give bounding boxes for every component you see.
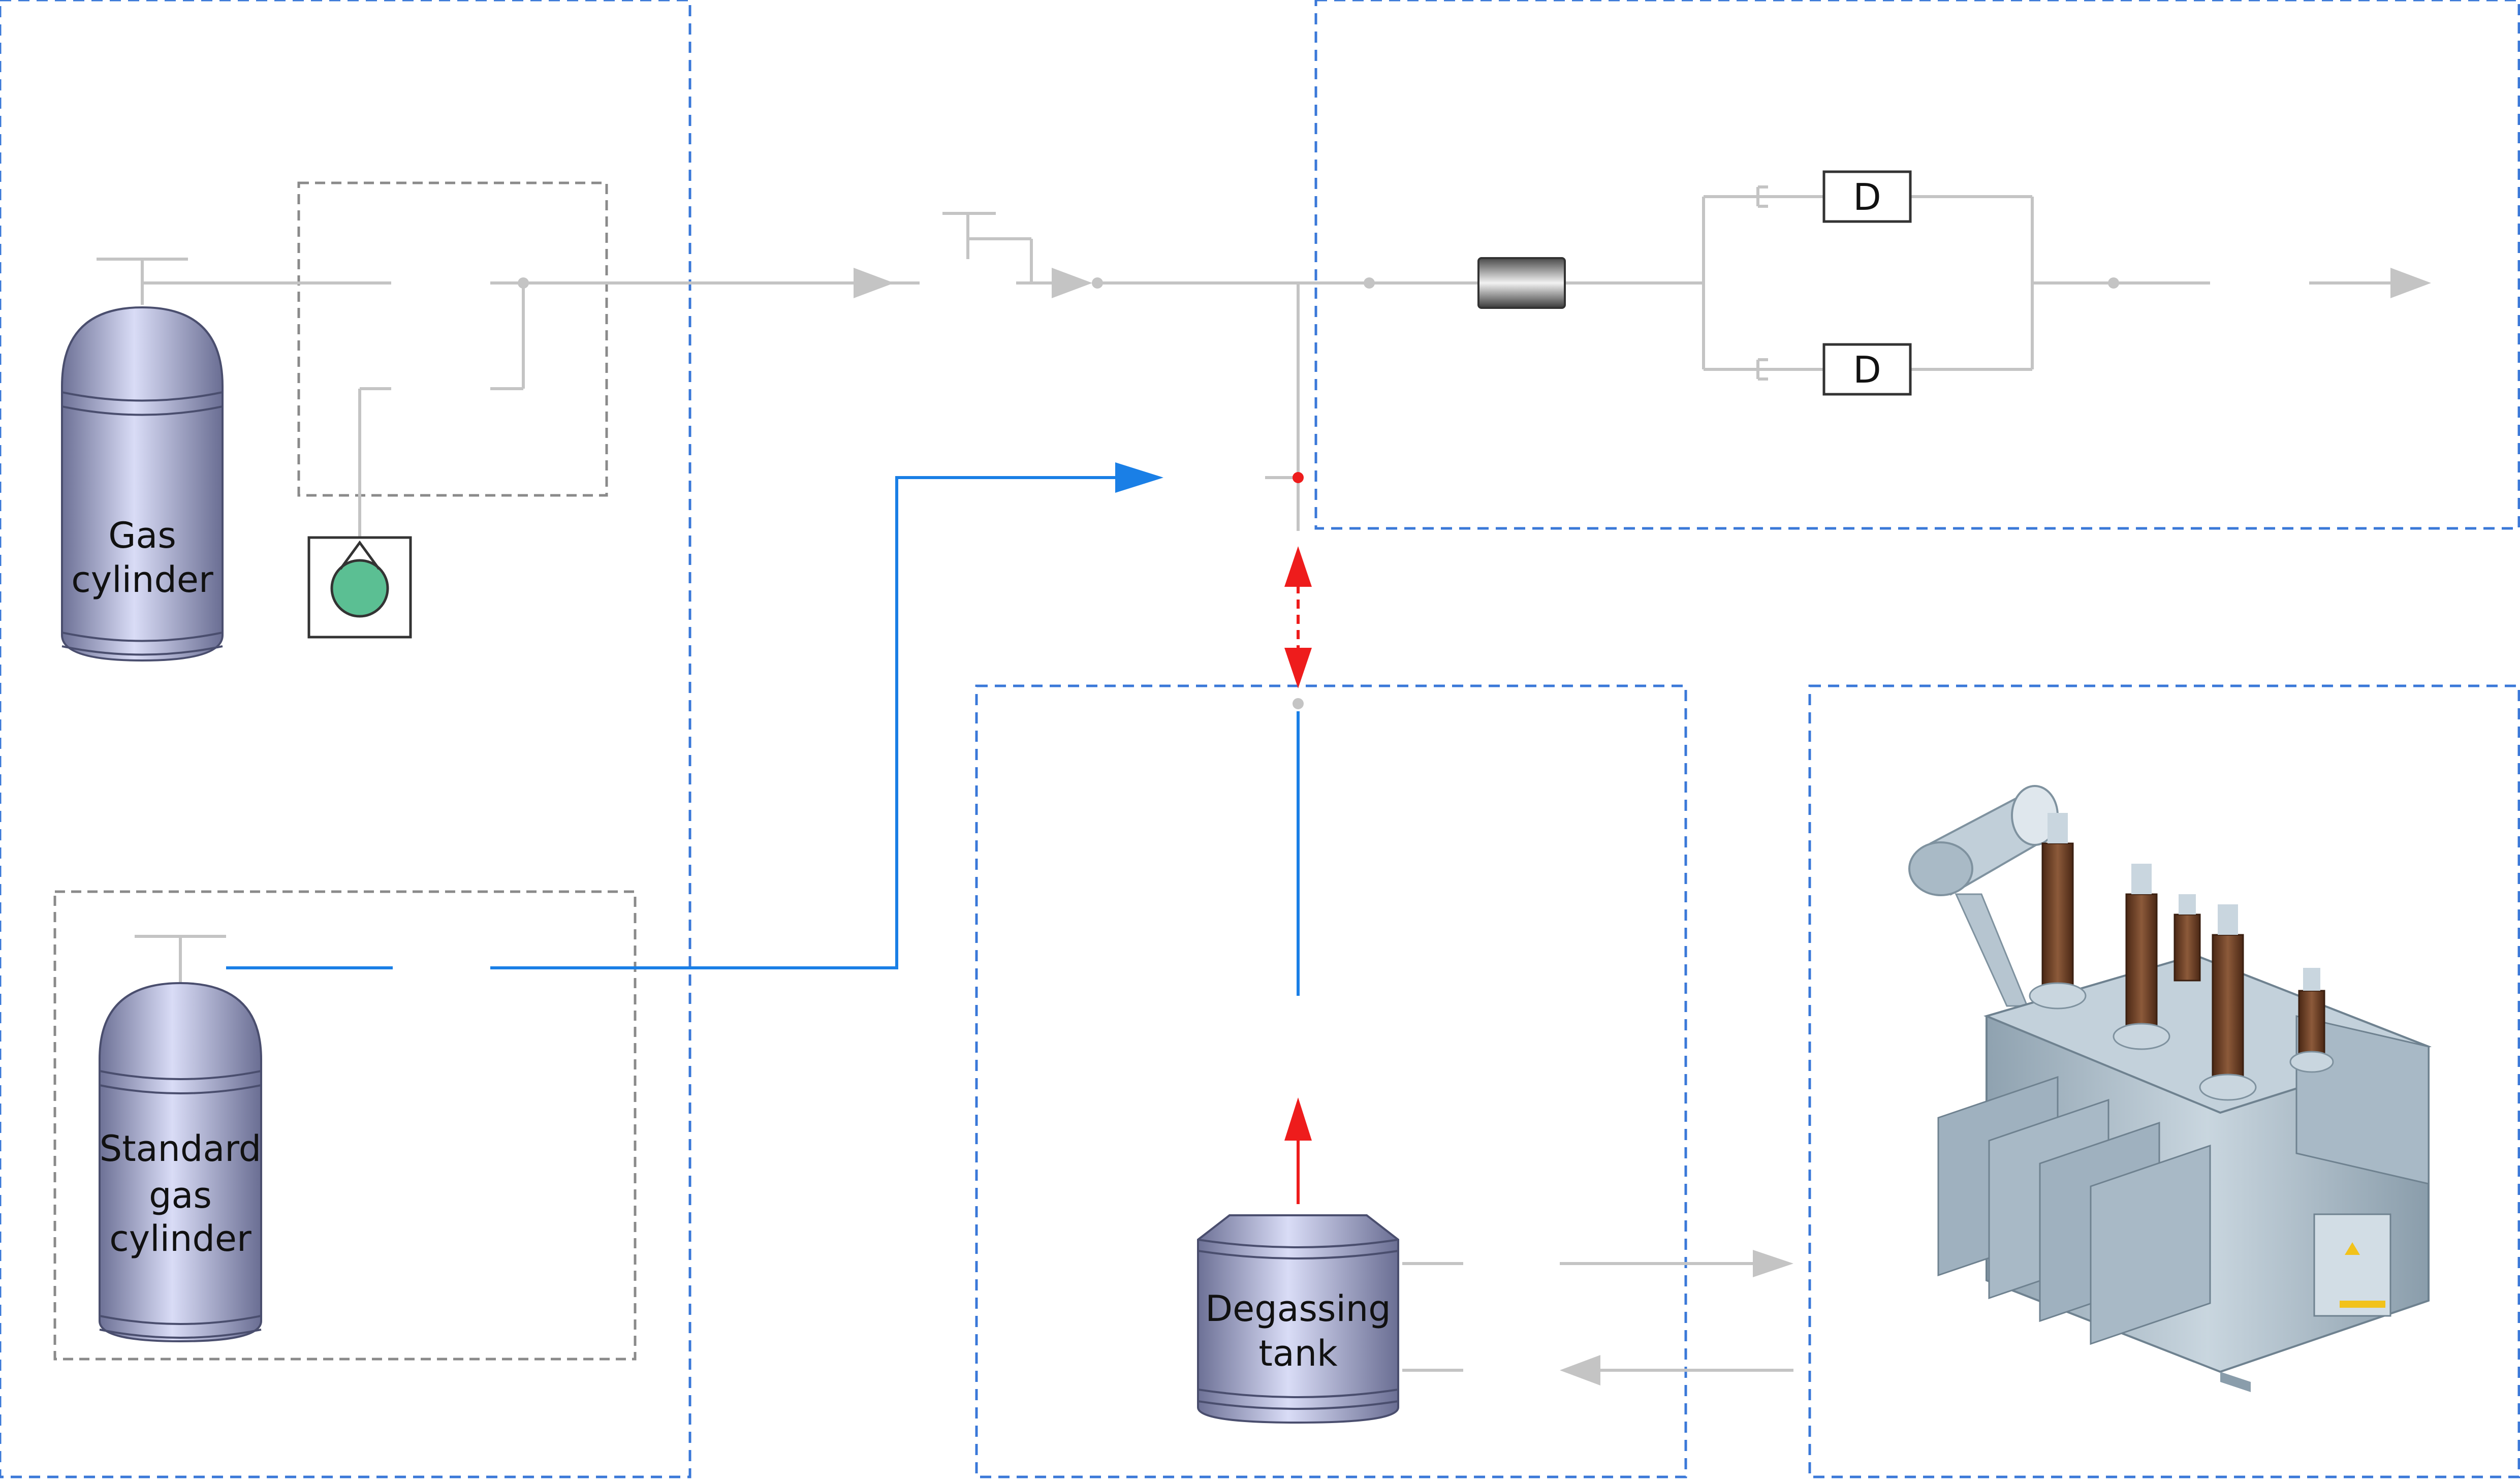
detector-top-label: D [1853,176,1881,218]
standard-cylinder-label-line-3: cylinder [109,1218,251,1259]
pressure-gauge-icon [307,536,412,639]
standard-cylinder-label-line-2: gas [149,1175,212,1216]
region-transformer [1808,684,2520,1478]
degassing-tank-label-line-2: tank [1258,1333,1338,1374]
valve-group-box [297,181,608,497]
gas-cylinder: Gas cylinder [61,306,224,662]
gray-pipes [97,185,2398,1372]
gas-cylinder-label-line-2: cylinder [71,559,213,601]
filter-cylinder-icon [1477,257,1566,309]
region-gas-supply [0,0,691,1478]
detector-bottom-label: D [1853,349,1881,391]
detector-bottom: D [1822,343,1912,396]
red-up-arrow [1284,1097,1312,1204]
standard-gas-box [53,890,637,1361]
gas-cylinder-label-line-1: Gas [108,515,176,556]
red-bidirectional-arrow [1284,472,1312,688]
degassing-tank: Degassing tank [1197,1214,1399,1424]
power-transformer-icon [1908,785,2432,1392]
region-degassing [975,684,1687,1478]
gray-markers [518,268,2431,1385]
standard-cylinder-label-line-1: Standard [100,1128,261,1170]
blue-pipes [226,476,1300,996]
degassing-tank-label-line-1: Degassing [1205,1288,1391,1330]
detector-top: D [1822,170,1912,223]
blue-arrow [1115,462,1163,493]
region-detection [1314,0,2520,530]
standard-gas-cylinder: Standard gas cylinder [99,935,262,1343]
